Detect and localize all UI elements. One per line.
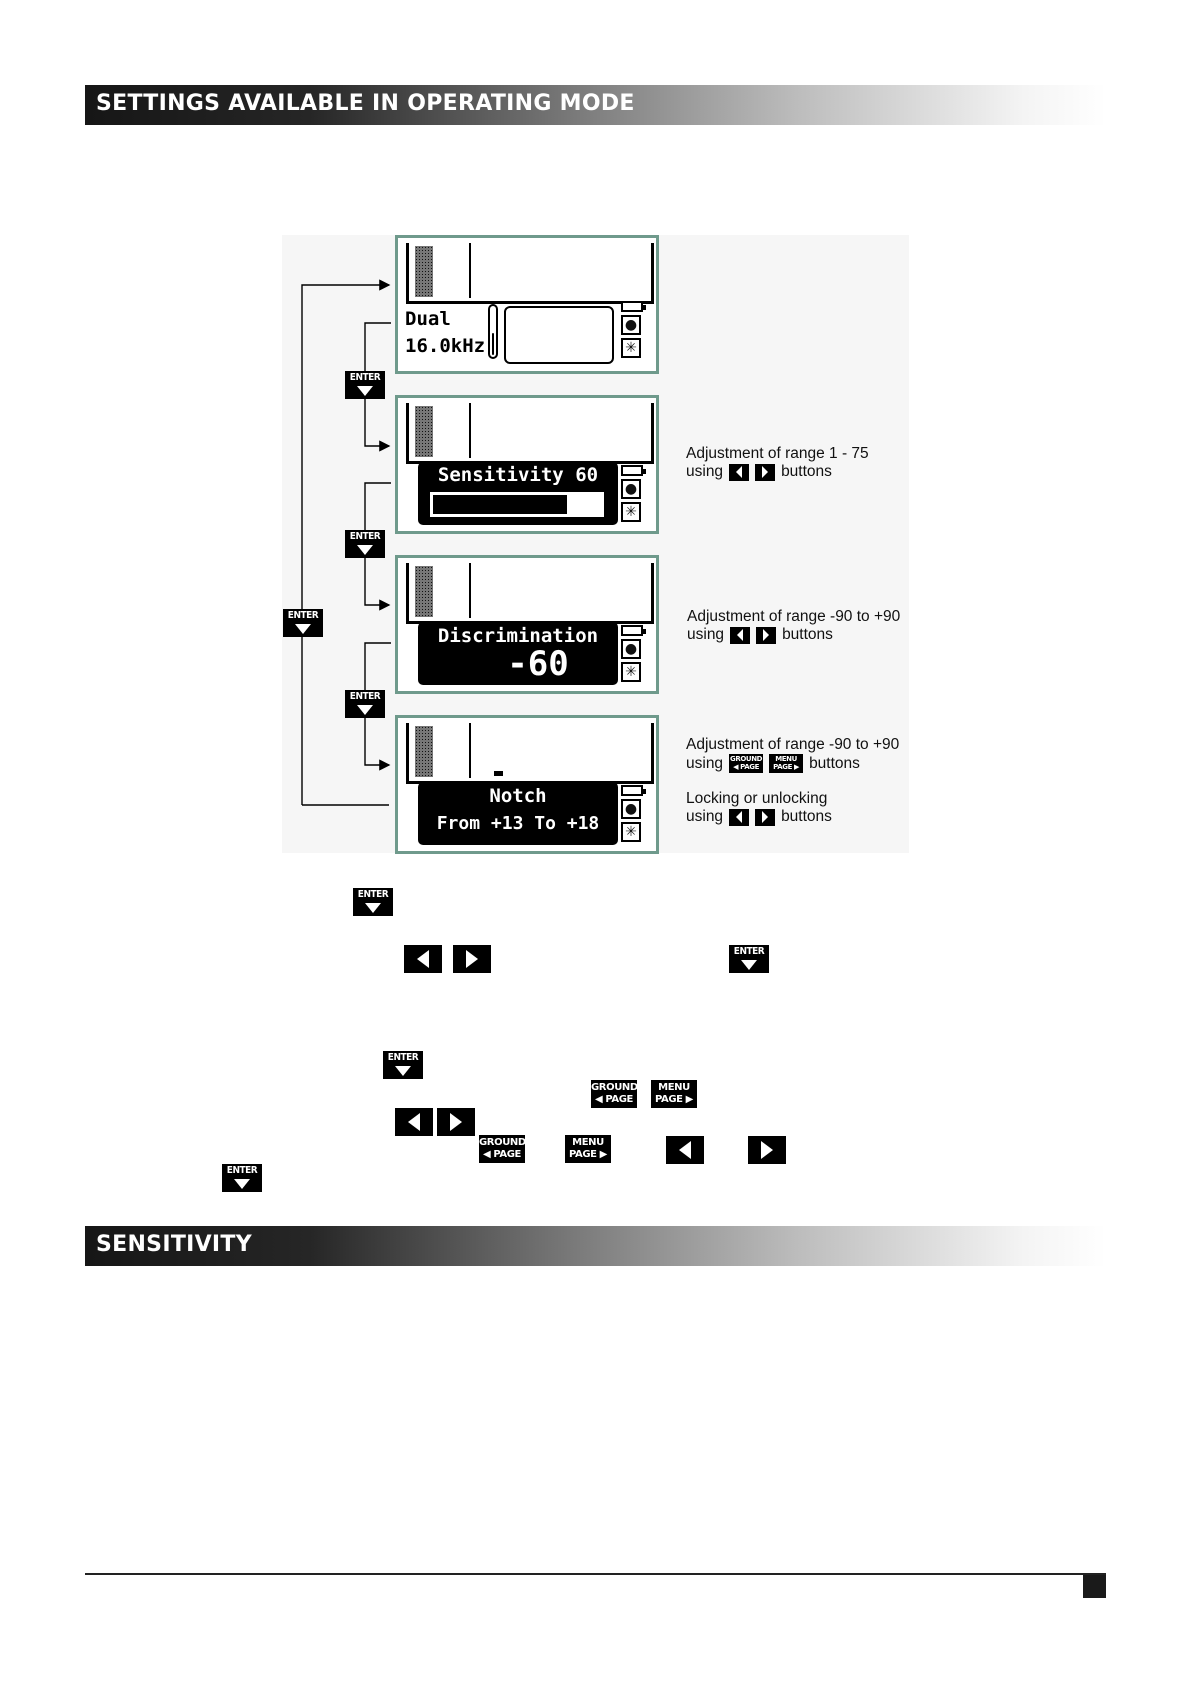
enter-key-icon: ENTER bbox=[283, 609, 323, 637]
lcd-screen-mode: Dual 16.0kHz ● ✳ bbox=[395, 235, 659, 374]
meter-divider bbox=[469, 723, 471, 778]
ground-page-key-icon: GROUND◀ PAGE bbox=[729, 754, 764, 773]
annotation-sensitivity: Adjustment of range 1 - 75 using buttons bbox=[686, 445, 869, 481]
section-header-sensitivity: SENSITIVITY bbox=[85, 1226, 1106, 1266]
annotation-notch-lock: Locking or unlocking using buttons bbox=[686, 790, 832, 826]
annotation-notch-range: Adjustment of range -90 to +90 using GRO… bbox=[686, 736, 900, 773]
meter-hatch bbox=[415, 566, 433, 617]
backlight-icon: ✳ bbox=[621, 502, 641, 522]
meter-hatch bbox=[415, 406, 433, 457]
notch-marker bbox=[494, 771, 503, 776]
meter-hatch bbox=[415, 246, 433, 297]
left-arrow-key-icon bbox=[730, 626, 751, 644]
lcd-screen-sensitivity: Sensitivity 60 ● ✳ bbox=[395, 395, 659, 534]
left-arrow-key-icon bbox=[666, 1136, 704, 1164]
enter-key-icon: ENTER bbox=[729, 945, 769, 973]
right-arrow-key-icon bbox=[453, 945, 491, 973]
right-arrow-key-icon bbox=[755, 463, 776, 481]
backlight-icon: ✳ bbox=[621, 822, 641, 842]
signal-meter bbox=[406, 243, 654, 304]
section-header-operating-mode: SETTINGS AVAILABLE IN OPERATING MODE bbox=[85, 85, 1106, 125]
discrimination-value: -60 bbox=[507, 644, 569, 684]
notch-panel: Notch From +13 To +18 bbox=[418, 782, 618, 845]
page-marker bbox=[1083, 1575, 1106, 1598]
battery-icon bbox=[621, 785, 646, 796]
meter-divider bbox=[469, 403, 471, 458]
mode-name: Dual bbox=[405, 308, 451, 330]
battery-icon bbox=[621, 301, 646, 312]
lock-icon: ● bbox=[621, 479, 641, 499]
battery-icon bbox=[621, 625, 646, 636]
left-arrow-key-icon bbox=[395, 1108, 433, 1136]
footer-rule bbox=[85, 1573, 1106, 1575]
enter-key-icon: ENTER bbox=[345, 371, 385, 399]
level-bar bbox=[488, 304, 498, 359]
left-arrow-key-icon bbox=[729, 463, 750, 481]
right-arrow-key-icon bbox=[756, 626, 777, 644]
enter-key-icon: ENTER bbox=[222, 1164, 262, 1192]
meter-hatch bbox=[415, 726, 433, 777]
meter-divider bbox=[469, 243, 471, 298]
enter-key-icon: ENTER bbox=[345, 530, 385, 558]
enter-key-icon: ENTER bbox=[353, 888, 393, 916]
discrimination-panel: Discrimination -60 bbox=[418, 622, 618, 685]
left-arrow-key-icon bbox=[729, 808, 750, 826]
sensitivity-level-fill bbox=[433, 495, 567, 514]
sensitivity-label: Sensitivity 60 bbox=[437, 464, 599, 486]
lock-icon: ● bbox=[621, 315, 641, 335]
lcd-screen-notch: Notch From +13 To +18 ● ✳ bbox=[395, 715, 659, 854]
sensitivity-panel: Sensitivity 60 bbox=[418, 462, 618, 525]
lcd-screen-discrimination: Discrimination -60 ● ✳ bbox=[395, 555, 659, 694]
meter-divider bbox=[469, 563, 471, 618]
enter-key-icon: ENTER bbox=[345, 690, 385, 718]
lock-icon: ● bbox=[621, 639, 641, 659]
battery-icon bbox=[621, 465, 646, 476]
signal-meter bbox=[406, 723, 654, 784]
section-title: SETTINGS AVAILABLE IN OPERATING MODE bbox=[96, 91, 635, 116]
backlight-icon: ✳ bbox=[621, 662, 641, 682]
enter-key-icon: ENTER bbox=[383, 1051, 423, 1079]
left-arrow-key-icon bbox=[404, 945, 442, 973]
notch-range: From +13 To +18 bbox=[436, 813, 600, 834]
right-arrow-key-icon bbox=[748, 1136, 786, 1164]
ground-page-key-icon: GROUND◀ PAGE bbox=[591, 1080, 638, 1108]
discrimination-label: Discrimination bbox=[437, 625, 599, 647]
display-box bbox=[504, 306, 614, 364]
backlight-icon: ✳ bbox=[621, 338, 641, 358]
mode-frequency: 16.0kHz bbox=[405, 335, 486, 357]
section-title: SENSITIVITY bbox=[96, 1232, 252, 1257]
right-arrow-key-icon bbox=[437, 1108, 475, 1136]
signal-meter bbox=[406, 563, 654, 624]
notch-label: Notch bbox=[489, 785, 547, 807]
sensitivity-level-bar bbox=[430, 492, 604, 517]
right-arrow-key-icon bbox=[755, 808, 776, 826]
lock-icon: ● bbox=[621, 799, 641, 819]
ground-page-key-icon: GROUND◀ PAGE bbox=[479, 1135, 526, 1163]
annotation-discrimination: Adjustment of range -90 to +90 using but… bbox=[687, 608, 901, 644]
signal-meter bbox=[406, 403, 654, 464]
